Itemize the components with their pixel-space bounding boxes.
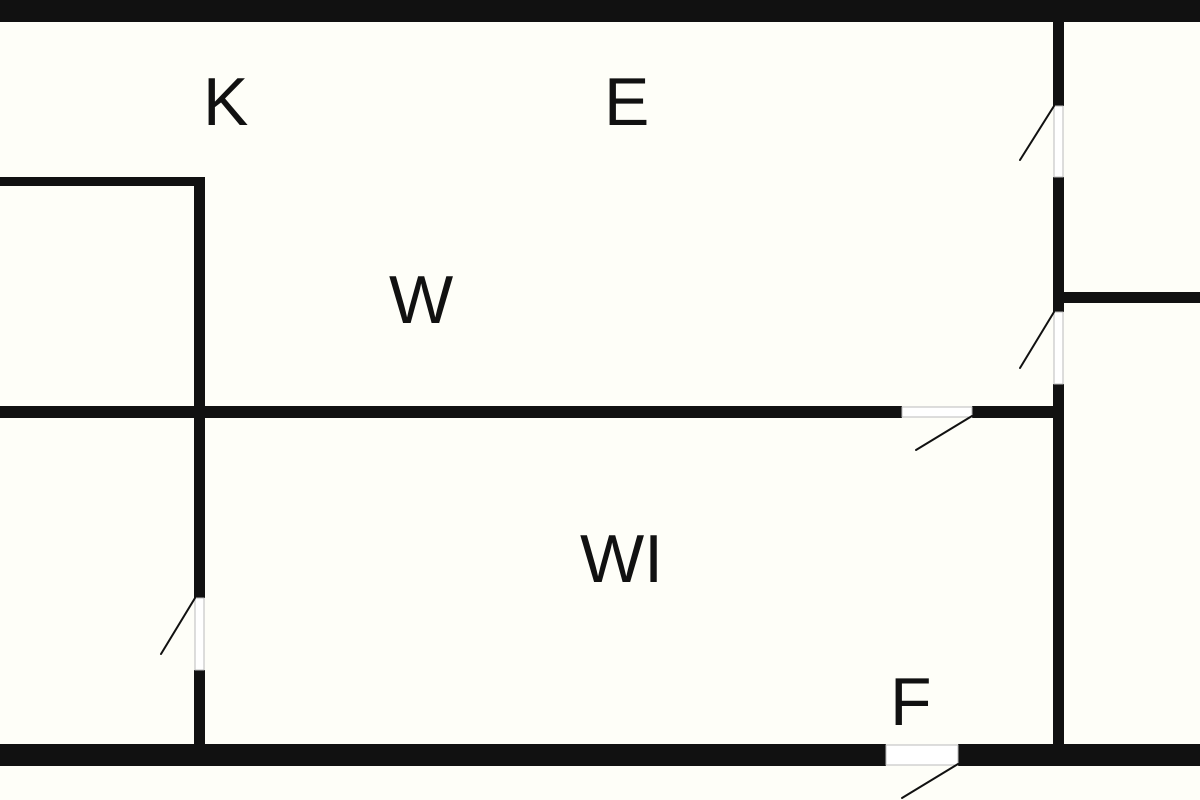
- door-swing-middle: [915, 415, 973, 451]
- wall-k-room-top: [0, 177, 205, 186]
- room-label-k: K: [203, 64, 248, 140]
- door-swing-right-top: [1019, 105, 1055, 161]
- wall-vertical-left-lower: [194, 417, 205, 598]
- room-label-f: F: [890, 664, 932, 740]
- door-opening-bottom: [885, 744, 959, 766]
- door-opening-middle: [901, 406, 973, 418]
- door-swing-left: [160, 597, 196, 655]
- wall-vertical-left-upper: [194, 177, 205, 417]
- outer-wall-bottom-left: [0, 744, 886, 766]
- door-swing-right-middle: [1019, 311, 1055, 369]
- room-label-wi: WI: [580, 521, 663, 597]
- wall-vertical-right-top: [1053, 18, 1064, 106]
- outer-wall-top: [0, 0, 1200, 22]
- wall-horizontal-middle-right: [972, 406, 1064, 418]
- outer-wall-bottom-right: [958, 744, 1200, 766]
- room-label-w: W: [389, 262, 453, 338]
- door-openings: [194, 105, 1064, 766]
- wall-vertical-right-middle: [1053, 177, 1064, 312]
- door-opening-left: [194, 597, 205, 671]
- wall-vertical-left-bottom: [194, 670, 205, 746]
- door-swings: [160, 105, 1055, 799]
- door-swing-bottom: [901, 763, 959, 799]
- door-opening-right-middle: [1053, 311, 1064, 385]
- wall-vertical-right-lower: [1053, 384, 1064, 746]
- wall-horizontal-middle-left: [0, 406, 902, 418]
- door-opening-right-top: [1053, 105, 1064, 178]
- room-label-e: E: [604, 64, 649, 140]
- wall-horizontal-right: [1058, 292, 1200, 303]
